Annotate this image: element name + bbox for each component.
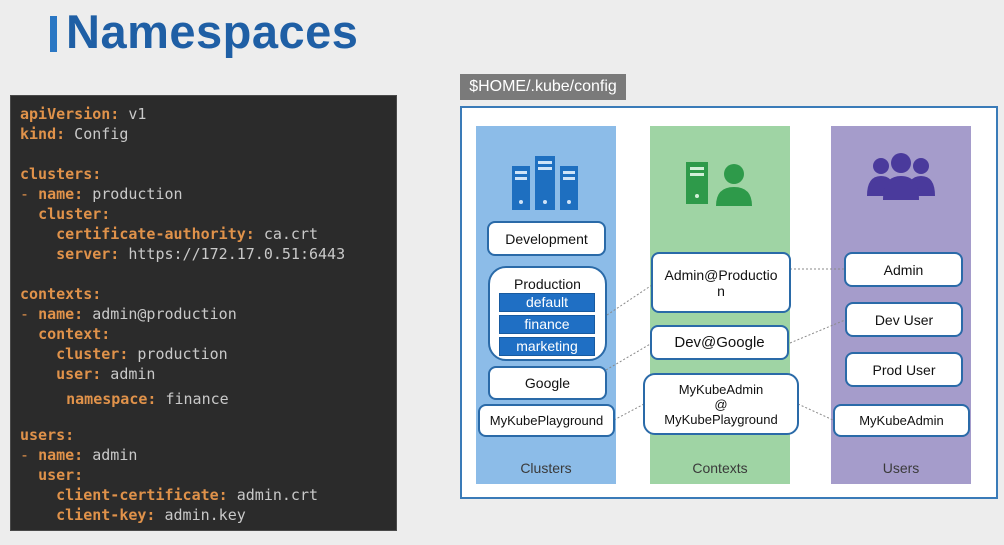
connector-production-admin-context: [606, 284, 653, 316]
user-group-icon: [867, 153, 935, 200]
code-line: apiVersion: v1: [20, 105, 147, 123]
connector-google-dev-context: [605, 342, 653, 371]
code-line: - name: admin: [20, 446, 138, 464]
kubeconfig-code-panel: apiVersion: v1 kind: Config clusters: - nam…: [10, 95, 397, 531]
code-line: - name: admin@production: [20, 305, 237, 323]
user-prod-user: Prod User: [845, 352, 963, 387]
code-line: context:: [38, 325, 111, 343]
context-mykubeadmin-line1: MyKubeAdmin: [678, 381, 764, 397]
code-line: namespace: finance: [66, 390, 229, 408]
connector-dev-context-dev-user: [789, 319, 846, 344]
column-label-clusters: Clusters: [520, 460, 572, 476]
server-cluster-icon: [512, 156, 578, 210]
connector-playground-mykubeadmin-context: [613, 403, 645, 421]
code-line: client-certificate: admin.crt: [56, 486, 319, 504]
context-mykubeadmin-line2: @: [714, 396, 728, 412]
namespace-marketing: marketing: [499, 337, 595, 356]
code-line: user:: [38, 466, 84, 484]
code-line: cluster:: [38, 205, 111, 223]
cluster-development: Development: [487, 221, 606, 256]
code-line: contexts:: [20, 285, 102, 303]
column-label-users: Users: [882, 460, 920, 476]
context-mykubeadmin-playground: MyKubeAdmin @ MyKubePlayground: [643, 373, 799, 435]
code-line: users:: [20, 426, 75, 444]
cluster-production-label: Production: [514, 276, 581, 292]
code-line: server: https://172.17.0.51:6443: [56, 245, 346, 263]
user-dev-user: Dev User: [845, 302, 963, 337]
code-line: user: admin: [56, 365, 156, 383]
namespace-default: default: [499, 293, 595, 312]
user-admin: Admin: [844, 252, 963, 287]
context-mykubeadmin-line3: MyKubePlayground: [664, 411, 778, 427]
cluster-google: Google: [488, 366, 607, 400]
context-dev-google: Dev@Google: [650, 325, 789, 360]
computer-user-icon: [686, 162, 752, 206]
user-mykubeadmin: MyKubeAdmin: [833, 404, 970, 437]
code-line: client-key: admin.key: [56, 506, 246, 524]
title-accent-bar: [50, 16, 57, 52]
config-path-label: $HOME/.kube/config: [460, 74, 626, 100]
column-label-contexts: Contexts: [692, 460, 748, 476]
context-admin-production: Admin@Productio n: [651, 252, 791, 313]
code-line: - name: production: [20, 185, 183, 203]
code-line: kind: Config: [20, 125, 129, 143]
code-line: cluster: production: [56, 345, 228, 363]
code-line: clusters:: [20, 165, 102, 183]
cluster-mykubeplayground: MyKubePlayground: [478, 404, 615, 437]
page-title: Namespaces: [66, 5, 359, 58]
namespace-finance: finance: [499, 315, 595, 334]
connector-mykubeadmin-context-user: [797, 403, 834, 421]
code-line: certificate-authority: ca.crt: [56, 225, 319, 243]
